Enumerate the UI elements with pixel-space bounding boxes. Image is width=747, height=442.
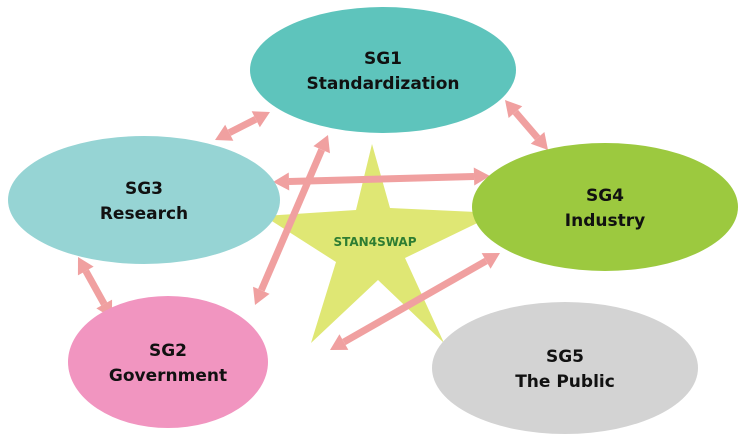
arrow-sg3-sg2 [77, 257, 113, 318]
arrow-sg1-sg4 [505, 100, 548, 150]
node-sg2-subtitle: Government [109, 366, 227, 386]
arrow-sg3-sg4 [273, 167, 490, 191]
node-sg4-ellipse [472, 143, 738, 271]
node-sg4-title: SG4 [586, 186, 624, 206]
node-sg2-ellipse [68, 296, 268, 428]
center-star [264, 144, 498, 343]
node-sg3-title: SG3 [125, 179, 163, 199]
node-sg1-ellipse [250, 7, 516, 133]
node-sg3-ellipse [8, 136, 280, 264]
node-sg5-subtitle: The Public [515, 372, 615, 392]
node-sg2-title: SG2 [149, 341, 187, 361]
node-sg4-subtitle: Industry [565, 211, 645, 231]
node-sg1-title: SG1 [364, 49, 402, 69]
center-label: STAN4SWAP [334, 235, 417, 249]
arrow-sg1-sg3 [215, 111, 270, 141]
node-sg5-ellipse [432, 302, 698, 434]
node-sg1-subtitle: Standardization [306, 74, 459, 94]
node-sg3-subtitle: Research [100, 204, 188, 224]
node-sg5-title: SG5 [546, 347, 584, 367]
arrow-sg4-sg2 [330, 253, 500, 350]
